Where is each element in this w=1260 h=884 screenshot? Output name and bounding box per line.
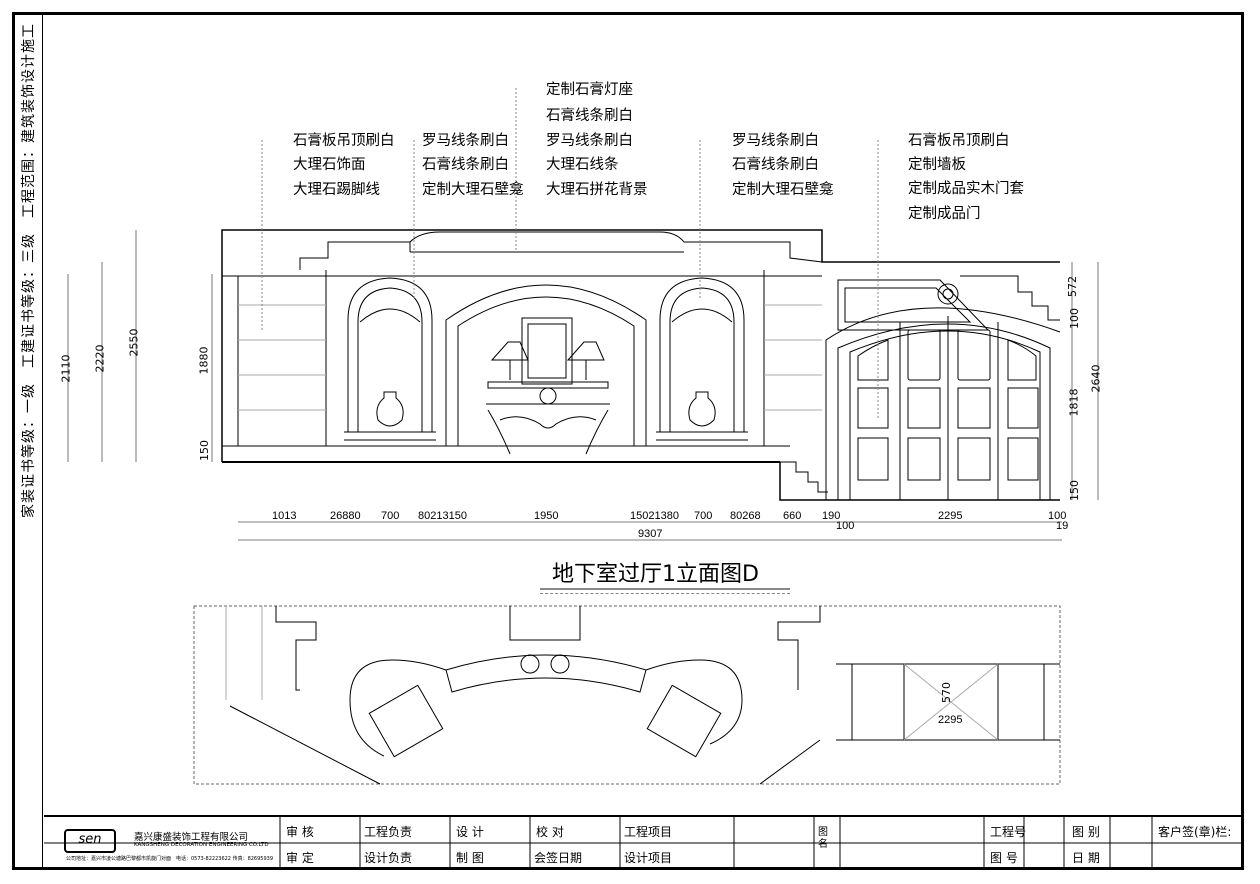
dim-bottom-660: 660 <box>783 510 802 522</box>
callout-roman-line-center: 罗马线条刷白 <box>546 133 633 149</box>
title-block-grid <box>44 817 1241 869</box>
title-underline <box>540 588 790 594</box>
dim-total: 9307 <box>638 528 663 540</box>
callout-plaster-line-right: 石膏线条刷白 <box>732 157 819 173</box>
dim-right-2640: 2640 <box>1089 364 1103 393</box>
drawing-title: 地下室过厅1立面图D <box>552 562 759 587</box>
tb-design-lead: 设计负责 <box>364 851 413 865</box>
dim-left-2220: 2220 <box>93 344 107 373</box>
callout-plaster-line-left: 石膏线条刷白 <box>422 157 509 173</box>
company-address: 公司地址：嘉兴市凌公塘路巴黎都市凯旋门对面 电话：0573-82223622 传… <box>66 856 274 862</box>
tb-client-sign: 客户签(章)栏: <box>1158 825 1232 839</box>
dim-bottom-190: 190 <box>822 510 841 522</box>
tb-design: 设 计 <box>456 825 484 839</box>
dim-right-100: 100 <box>1068 308 1081 329</box>
callout-door-frame: 定制成品实木门套 <box>908 181 1024 197</box>
dim-right-1818: 1818 <box>1067 388 1081 417</box>
dim-bottom-700-left: 700 <box>381 510 400 522</box>
dim-bottom-1013: 1013 <box>272 510 297 522</box>
dim-bottom-80213150: 80213150 <box>418 510 467 522</box>
callout-roman-line-left: 罗马线条刷白 <box>422 133 509 149</box>
company-logo-text: sen <box>78 832 102 847</box>
dim-bottom-19: 19 <box>1056 520 1069 532</box>
tb-drawing-type: 图 别 <box>1072 825 1100 839</box>
callout-niche-right: 定制大理石壁龛 <box>732 182 834 198</box>
callout-niche-left: 定制大理石壁龛 <box>422 182 524 198</box>
callout-wall-panel: 定制墙板 <box>908 157 966 173</box>
dim-left-2110: 2110 <box>59 354 73 383</box>
tb-date: 日 期 <box>1072 851 1100 865</box>
callout-ceiling-left: 石膏板吊顶刷白 <box>293 133 395 149</box>
tb-drawing-number: 图 号 <box>990 851 1018 865</box>
tb-proofread: 校 对 <box>536 825 564 839</box>
title-block: sen 嘉兴康盛装饰工程有限公司 KANGSHENG DECORATION EN… <box>44 815 1241 869</box>
tb-project-number: 工程号 <box>990 825 1027 839</box>
tb-project-item: 工程项目 <box>624 825 673 839</box>
company-name-cn: 嘉兴康盛装饰工程有限公司 <box>134 832 249 843</box>
drawing-frame <box>12 12 1244 870</box>
dim-bottom-15021380: 15021380 <box>630 510 679 522</box>
dim-right-572: 572 <box>1066 276 1079 297</box>
callout-marble-face: 大理石饰面 <box>293 157 366 173</box>
callout-roman-line-right: 罗马线条刷白 <box>732 133 819 149</box>
callout-marble-line: 大理石线条 <box>546 157 619 173</box>
dim-bottom-700-right: 700 <box>694 510 713 522</box>
dim-bottom-2295: 2295 <box>938 510 963 522</box>
callout-plaster-line-center: 石膏线条刷白 <box>546 108 633 124</box>
dim-right-150: 150 <box>1068 480 1081 501</box>
dim-bottom-100-right: 100 <box>1048 510 1067 522</box>
callout-marble-inlay: 大理石拼花背景 <box>546 182 648 198</box>
dim-left-1880: 1880 <box>197 346 211 375</box>
dim-left-150: 150 <box>198 440 211 461</box>
callout-ceiling-right: 石膏板吊顶刷白 <box>908 133 1010 149</box>
dim-bottom-100-left: 100 <box>836 520 855 532</box>
tb-drafting: 制 图 <box>456 851 484 865</box>
dim-plan-width: 2295 <box>938 714 963 726</box>
callout-door: 定制成品门 <box>908 206 981 222</box>
dim-bottom-80268: 80268 <box>730 510 761 522</box>
tb-countersign-date: 会签日期 <box>534 851 583 865</box>
tb-project-lead: 工程负责 <box>364 825 413 839</box>
tb-drawing-name: 图名 <box>818 827 828 850</box>
dim-bottom-1950: 1950 <box>534 510 559 522</box>
callout-lamp-base: 定制石膏灯座 <box>546 82 633 98</box>
tb-approve: 审 定 <box>286 851 314 865</box>
frame-inner-border <box>42 15 43 870</box>
company-logo: sen <box>64 829 116 853</box>
tb-review: 审 核 <box>286 825 314 839</box>
tb-design-item: 设计项目 <box>624 851 673 865</box>
dim-plan-depth: 570 <box>940 682 953 703</box>
dim-bottom-26880: 26880 <box>330 510 361 522</box>
company-name-en: KANGSHENG DECORATION ENGINEERING CO.LTD <box>134 842 269 848</box>
callout-marble-skirting: 大理石踢脚线 <box>293 182 380 198</box>
dim-left-2550: 2550 <box>127 328 141 357</box>
